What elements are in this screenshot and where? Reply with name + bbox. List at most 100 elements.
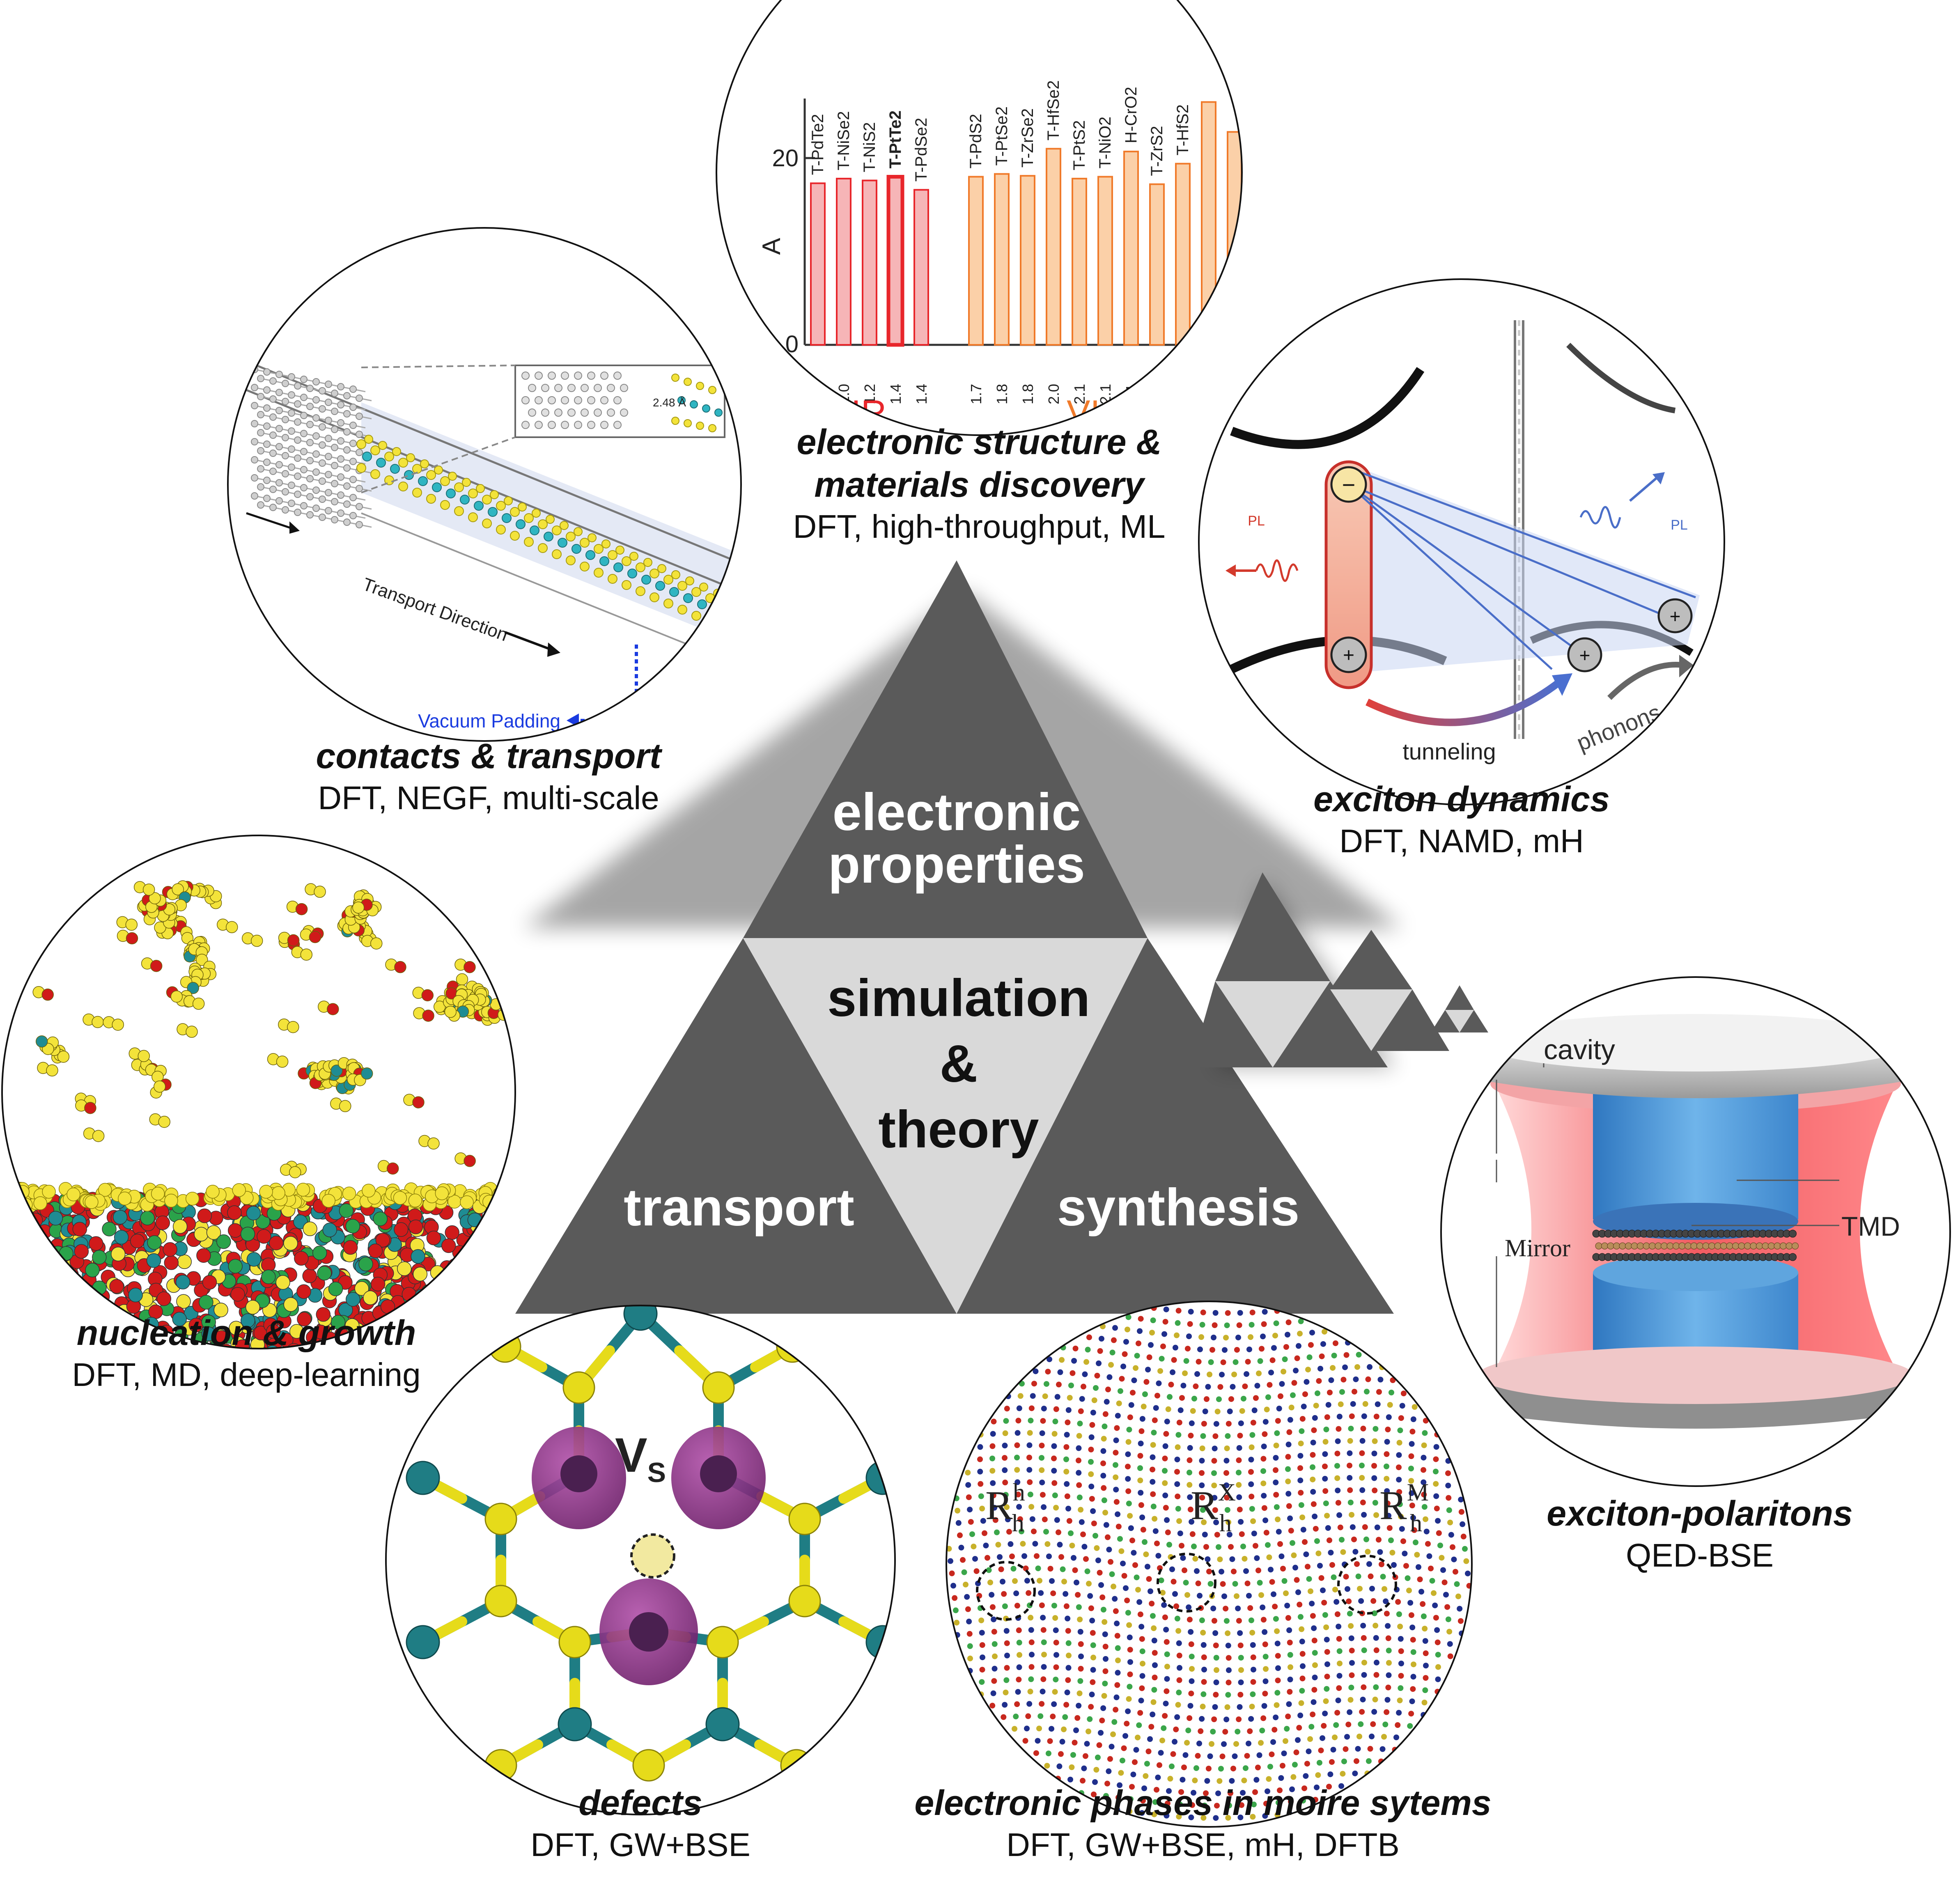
caption-title: electronic structure & (796, 422, 1162, 462)
x-tick-label: 2.3 (1149, 384, 1166, 404)
bar (862, 179, 877, 346)
metal-atom (623, 1305, 658, 1331)
sulfur-atom (562, 1371, 595, 1404)
caption-title: materials discovery (814, 465, 1144, 505)
bar-label: T-PtTe2 (886, 110, 904, 169)
bar (1020, 175, 1035, 346)
label-synthesis: synthesis (1057, 1178, 1300, 1237)
label-electronic-properties-1: electronic (833, 783, 1081, 842)
bar-label: T-PtS2 (1070, 120, 1088, 170)
panel-polaritons: cavity Mirror TMD (1440, 976, 1951, 1487)
caption-defects: defects DFT, GW+BSE (435, 1782, 846, 1865)
caption-methods: DFT, MD, deep-learning (72, 1356, 421, 1393)
sulfur-atom (558, 1626, 591, 1659)
sulfur-atom (706, 1626, 739, 1659)
sulfur-atom (788, 1585, 821, 1617)
bar-label: T-NiO2 (1096, 117, 1114, 169)
metal-atom (406, 1461, 440, 1495)
bar (1046, 148, 1061, 346)
caption-contacts: contacts & transport DFT, NEGF, multi-sc… (271, 735, 706, 819)
label-transport: transport (624, 1178, 854, 1237)
sulfur-atom (484, 1585, 517, 1617)
cavity-label: cavity (1544, 1034, 1615, 1065)
x-tick-label: 1.8 (1019, 384, 1036, 404)
plus-circle-icon (1567, 637, 1602, 672)
bar-label: T-NiSe2 (835, 111, 853, 171)
minus-circle-icon (1330, 466, 1367, 503)
x-tick-label: 1.2 (861, 384, 878, 404)
caption-nucleation: nucleation & growth DFT, MD, deep-learni… (33, 1312, 460, 1395)
arrow-icon (504, 631, 555, 652)
caption-title: exciton-polaritons (1547, 1494, 1853, 1533)
bar-label: T-PtSe2 (993, 106, 1011, 166)
caption-exciton-dynamics: exciton dynamics DFT, NAMD, mH (1248, 778, 1675, 862)
x-tick-label: 2.6 (1200, 384, 1217, 404)
caption-methods: DFT, high-throughput, ML (793, 508, 1166, 545)
bar-label: T-HfSe2 (1044, 80, 1063, 141)
tunneling-label: tunneling (1402, 739, 1496, 764)
metal-atom (865, 1461, 895, 1495)
vacancy-marker (630, 1533, 675, 1578)
panel-exciton-dynamics: − + + + PL PL tunneling pho (1198, 278, 1725, 805)
label-simulation: simulation (827, 969, 1090, 1028)
svg-text:−: − (1342, 472, 1356, 498)
sulfur-atom (702, 1371, 735, 1404)
plus-circle-icon (1657, 598, 1693, 633)
x-tick-label: 2.6 (1175, 384, 1191, 404)
x-tick-label: 1.4 (887, 384, 904, 404)
bar (810, 182, 826, 346)
panel-contacts: 2.48 Å Transport Direction Vacuum Paddin… (227, 227, 742, 742)
bar-label: T-PdSe2 (912, 118, 930, 182)
triangle-right (957, 938, 1394, 1314)
svg-text:+: + (1579, 645, 1590, 666)
caption-methods: DFT, NEGF, multi-scale (318, 780, 659, 816)
bar (886, 175, 904, 347)
wave-packet-icon (1226, 559, 1299, 582)
vacancy-label: VS (615, 1428, 666, 1488)
bar (1123, 151, 1139, 346)
label-electronic-properties-2: properties (828, 835, 1085, 894)
y-tick-20: 20 (772, 145, 799, 172)
distance-label: 2.48 Å (653, 396, 686, 409)
triangle-left (515, 938, 957, 1314)
caption-title: contacts & transport (316, 736, 661, 776)
bar (1072, 178, 1087, 346)
caption-title: nucleation & growth (76, 1313, 416, 1353)
caption-polaritons: exciton-polaritons QED-BSE (1494, 1492, 1905, 1576)
bar (994, 173, 1010, 346)
triangle-center (743, 938, 1148, 1314)
sulfur-atom (489, 1330, 521, 1363)
x-tick-label: 1.8 (994, 384, 1010, 404)
plus-circle-icon (1330, 636, 1367, 673)
bar (1149, 183, 1165, 346)
bar-label: H-CrO2 (1122, 87, 1140, 143)
caption-moire: electronic phases in moire sytems DFT, G… (883, 1782, 1523, 1865)
x-tick-label: 2.0 (1045, 384, 1062, 404)
caption-title: defects (578, 1783, 702, 1823)
metal-atom (558, 1707, 592, 1741)
fractal-triangles (1191, 872, 1488, 1067)
bar (836, 178, 851, 346)
sulfur-atom (780, 1749, 813, 1782)
caption-methods: DFT, GW+BSE (530, 1826, 750, 1863)
metal-atom (705, 1707, 740, 1741)
caption-title: electronic phases in moire sytems (914, 1783, 1492, 1823)
sulfur-atom (484, 1503, 517, 1535)
panel-nucleation (1, 835, 516, 1349)
y-tick-0: 0 (785, 331, 799, 358)
bar-label: T-NiS2 (861, 122, 879, 172)
bar-label: T-PdTe2 (809, 114, 827, 175)
bar-label: T-ZrS2 (1148, 126, 1166, 176)
tmd-channel (356, 435, 722, 627)
sulfur-atom (632, 1749, 665, 1782)
x-tick-label: 1.7 (968, 384, 985, 404)
metal-atom (865, 1625, 895, 1659)
triangle-top (743, 560, 1148, 938)
pl-left-label: PL (1248, 513, 1265, 529)
exciton-box (1324, 460, 1373, 689)
label-ampersand: & (940, 1035, 978, 1093)
